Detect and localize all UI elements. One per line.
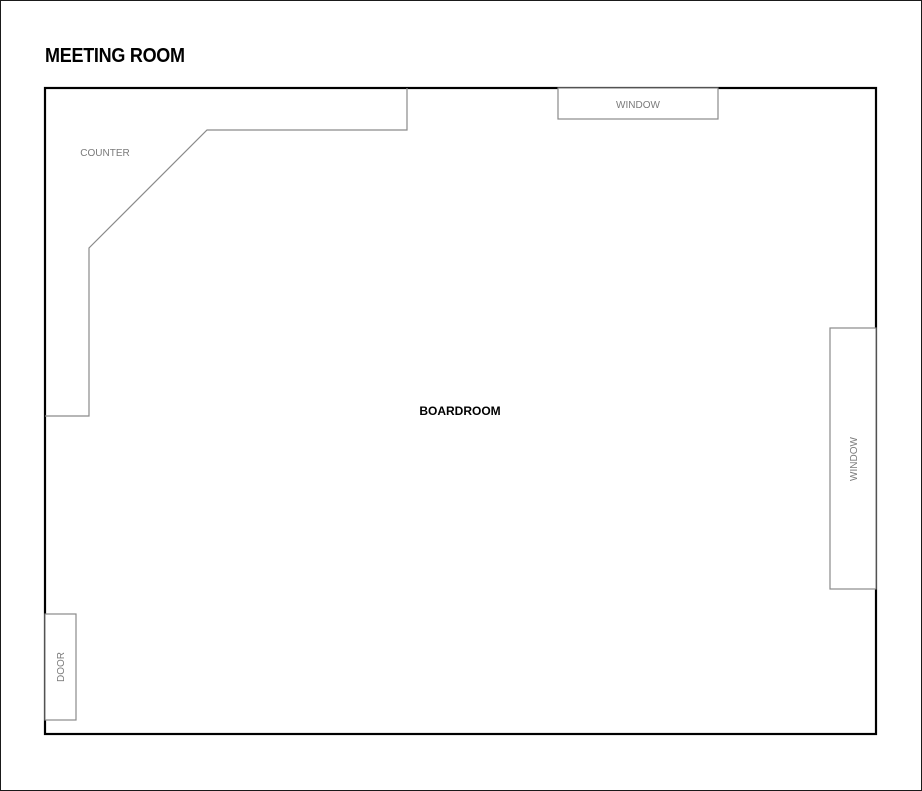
counter-label: COUNTER xyxy=(80,148,129,159)
plan-title: MEETING ROOM xyxy=(45,45,185,67)
room-name-label: BOARDROOM xyxy=(419,404,500,418)
window-right xyxy=(829,327,877,590)
door-label: DOOR xyxy=(56,652,67,682)
window-top xyxy=(557,87,719,120)
counter-outline xyxy=(45,88,408,417)
window-right-label: WINDOW xyxy=(849,437,860,481)
door xyxy=(44,613,77,721)
window-top-label: WINDOW xyxy=(616,100,660,111)
